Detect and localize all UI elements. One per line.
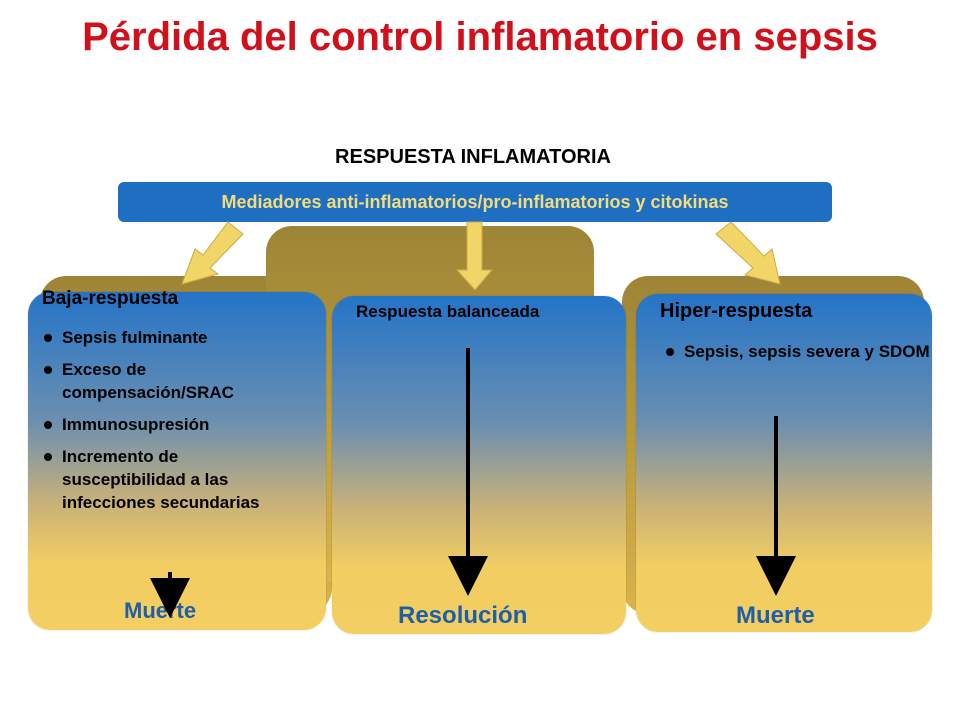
mediators-bar: Mediadores anti-inflamatorios/pro-inflam… xyxy=(118,182,832,222)
inflammatory-response-label: RESPUESTA INFLAMATORIA xyxy=(335,146,611,168)
balanced-response-outcome: Resolución xyxy=(398,602,528,629)
low-response-heading: Baja-respuesta xyxy=(42,288,179,309)
balanced-response-heading: Respuesta balanceada xyxy=(356,302,540,321)
yellow-arrow-center xyxy=(455,221,494,291)
yellow-arrow-right xyxy=(715,221,781,285)
bullet-item: Sepsis fulminante xyxy=(42,326,304,349)
yellow-arrow-left xyxy=(181,221,244,285)
high-response-heading: Hiper-respuesta xyxy=(660,300,813,322)
low-response-bullets: Sepsis fulminante Exceso de compensación… xyxy=(42,326,304,523)
slide-title: Pérdida del control inflamatorio en seps… xyxy=(82,15,878,59)
bullet-item: Immunosupresión xyxy=(42,413,304,436)
low-response-panel xyxy=(28,292,326,630)
high-response-bullets: Sepsis, sepsis severa y SDOM xyxy=(664,340,930,372)
bullet-item: Incremento de susceptibilidad a las infe… xyxy=(42,445,304,514)
bullet-item: Sepsis, sepsis severa y SDOM xyxy=(664,340,930,363)
bullet-item: Exceso de compensación/SRAC xyxy=(42,358,304,404)
high-response-outcome: Muerte xyxy=(736,602,815,629)
